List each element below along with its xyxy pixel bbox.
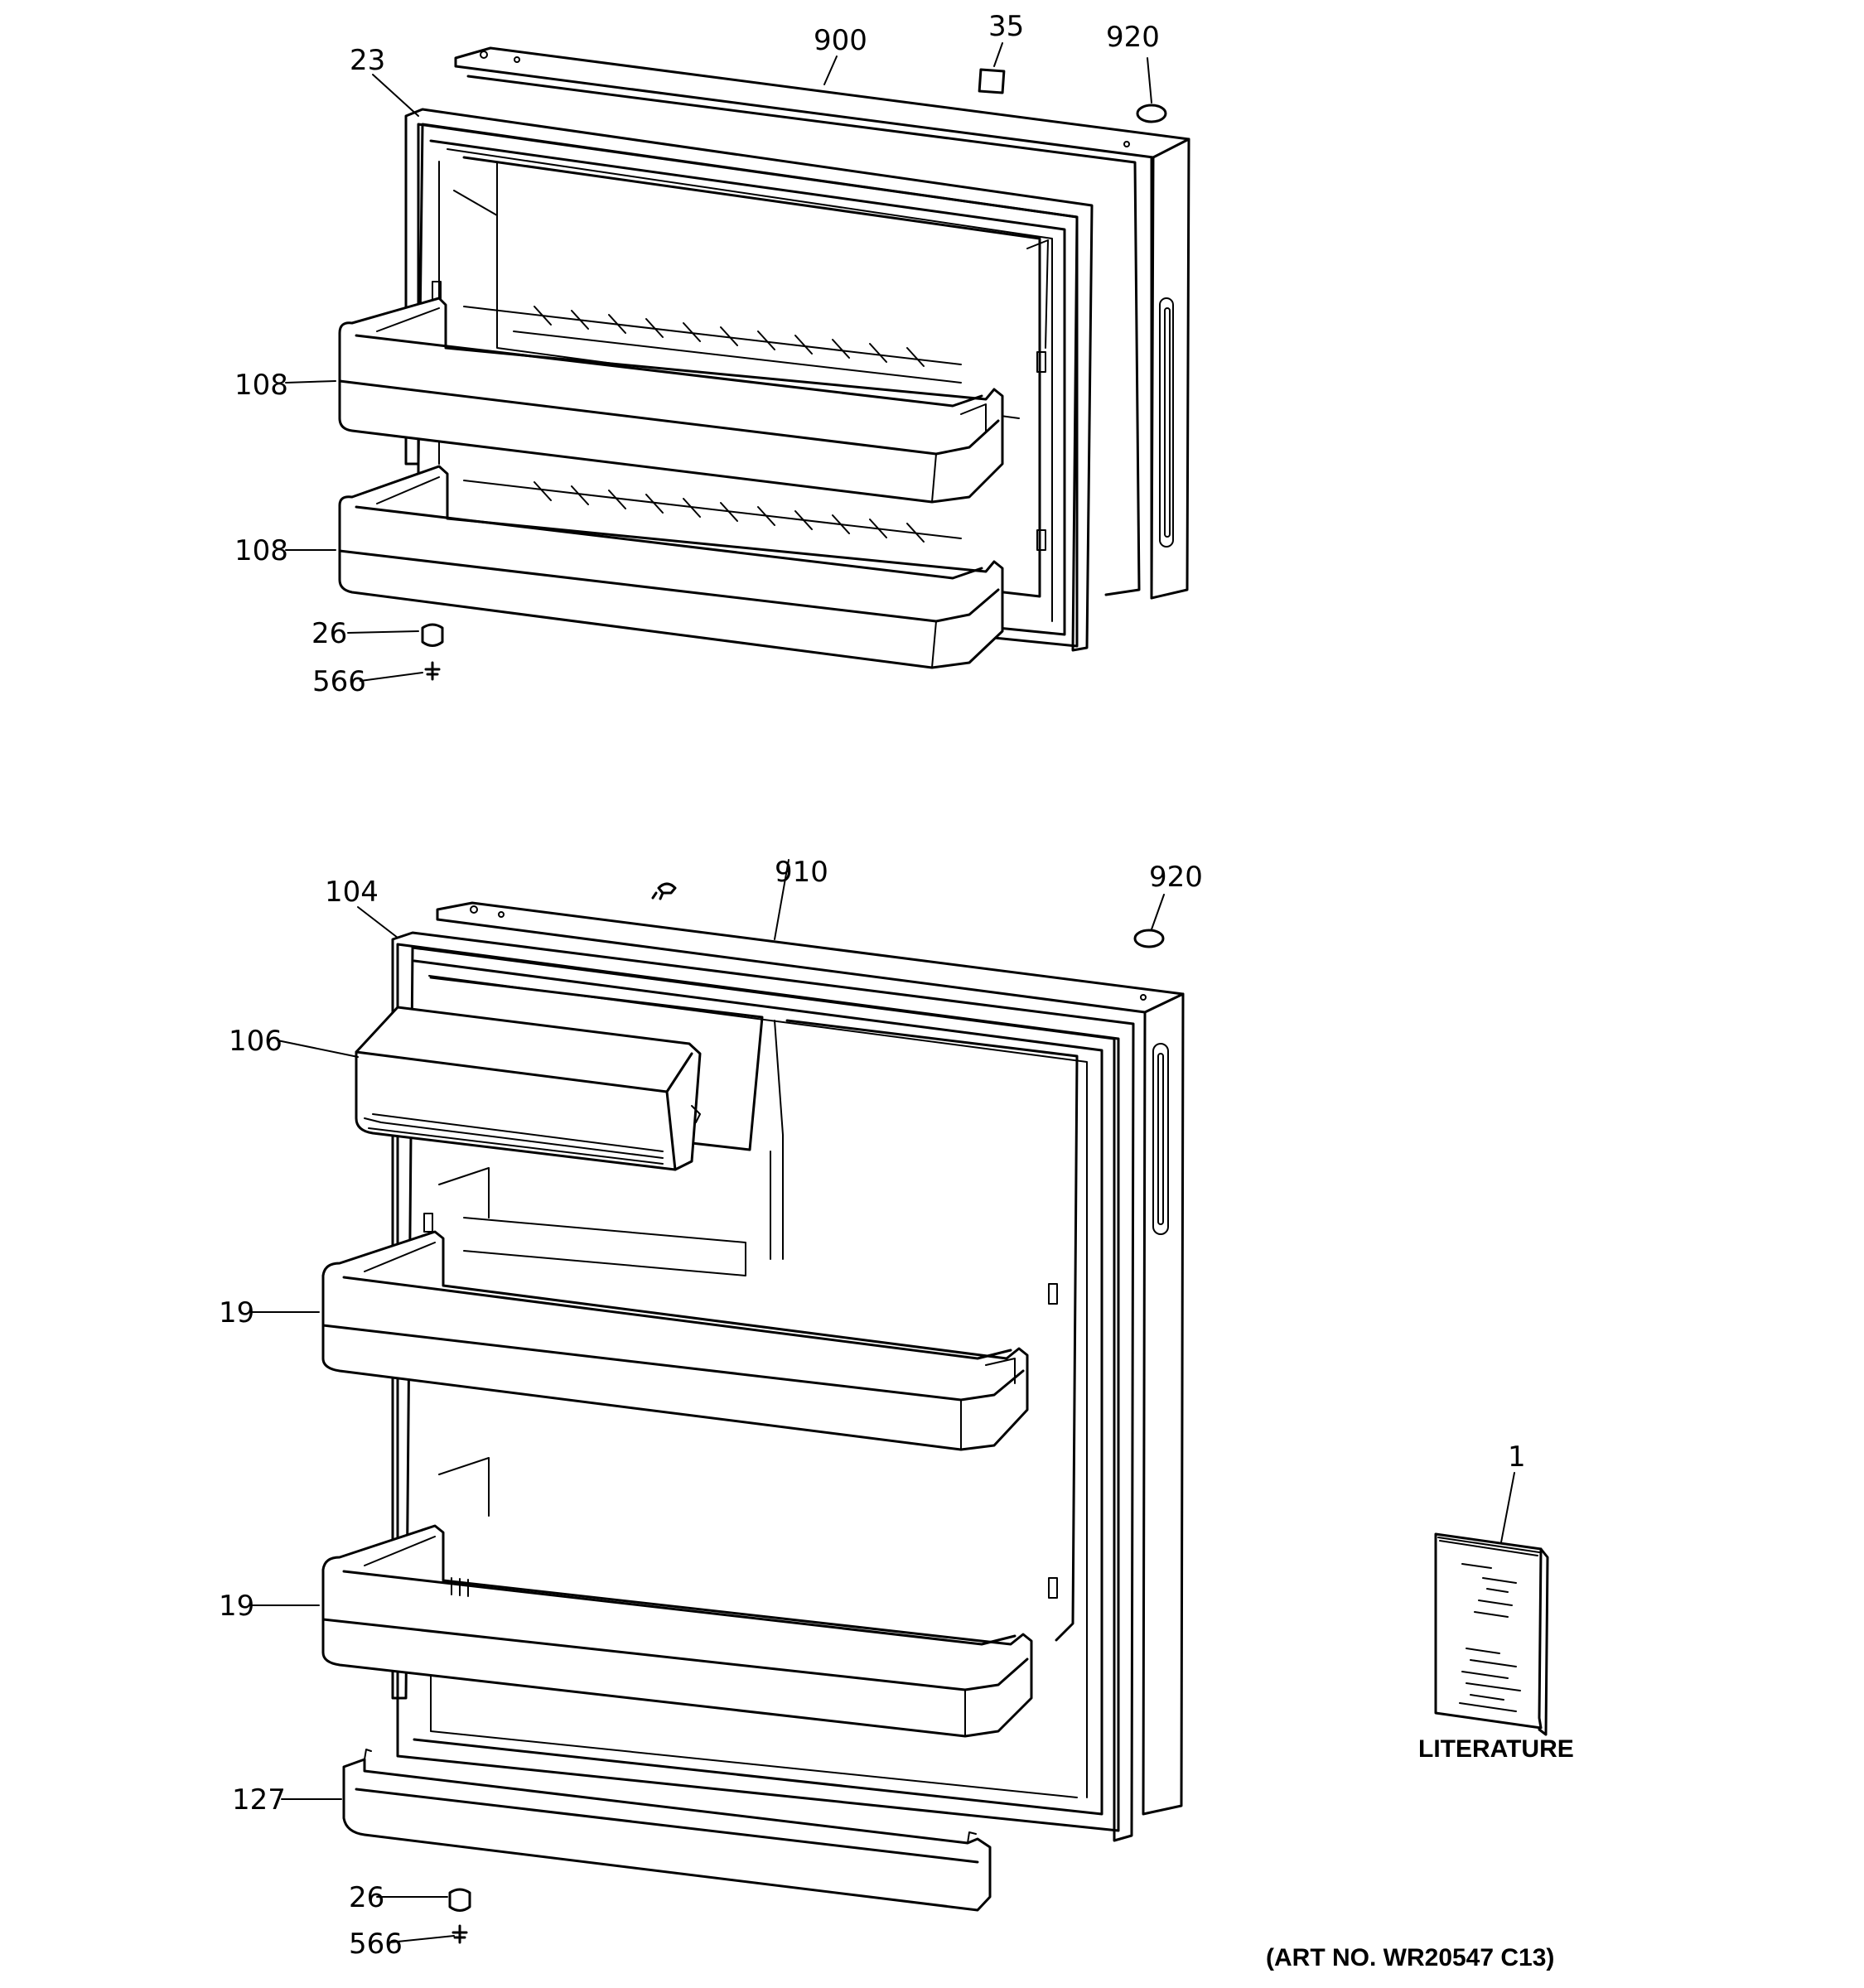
label-910: 910 [775,856,828,889]
fresh-food-screw [452,1924,468,1944]
freezer-part-35 [978,68,1006,94]
label-35: 35 [988,10,1024,43]
fresh-food-shelf-lower [321,1524,1033,1738]
label-920-lower: 920 [1149,861,1203,894]
label-104: 104 [325,876,379,909]
freezer-door-assembly [338,46,1190,681]
label-26-lower: 26 [349,1881,384,1914]
fresh-food-leader-lines [252,859,1165,1943]
fresh-food-door-gasket [391,931,1135,1842]
freezer-door-shelf-upper [338,297,1004,504]
label-19-upper: 19 [219,1296,254,1329]
fresh-food-plug [1133,929,1165,948]
freezer-door-panel [454,46,1190,600]
label-1: 1 [1508,1440,1526,1474]
freezer-screw [424,661,441,681]
label-920-upper: 920 [1106,21,1160,54]
part-number-labels: 23 900 35 920 108 108 26 566 104 910 920… [219,10,1574,1971]
fresh-food-cap [448,1888,471,1912]
art-number: (ART NO. WR20547 C13) [1266,1944,1554,1971]
label-566-lower: 566 [349,1928,403,1961]
fresh-food-bottom-rail [342,1749,992,1912]
label-900: 900 [814,24,867,57]
fresh-food-hinge-screw [651,882,677,900]
fresh-food-shelf-upper [321,1230,1029,1451]
literature-caption: LITERATURE [1418,1735,1574,1763]
freezer-leader-lines [285,42,1152,682]
fresh-food-dairy-bin [355,1006,702,1171]
label-23: 23 [350,44,385,77]
label-108-lower: 108 [234,534,288,567]
freezer-door-shelf-lower [338,465,1004,669]
freezer-plug [1136,104,1167,123]
label-127: 127 [232,1783,286,1817]
label-26-upper: 26 [311,617,347,650]
label-19-lower: 19 [219,1590,254,1623]
label-108-upper: 108 [234,369,288,402]
fresh-food-door-assembly [321,882,1185,1944]
label-106: 106 [229,1025,282,1058]
fresh-food-door-panel [436,901,1185,1816]
freezer-cap [421,623,444,647]
literature-booklet [1434,1472,1549,1736]
label-566-upper: 566 [312,665,366,698]
